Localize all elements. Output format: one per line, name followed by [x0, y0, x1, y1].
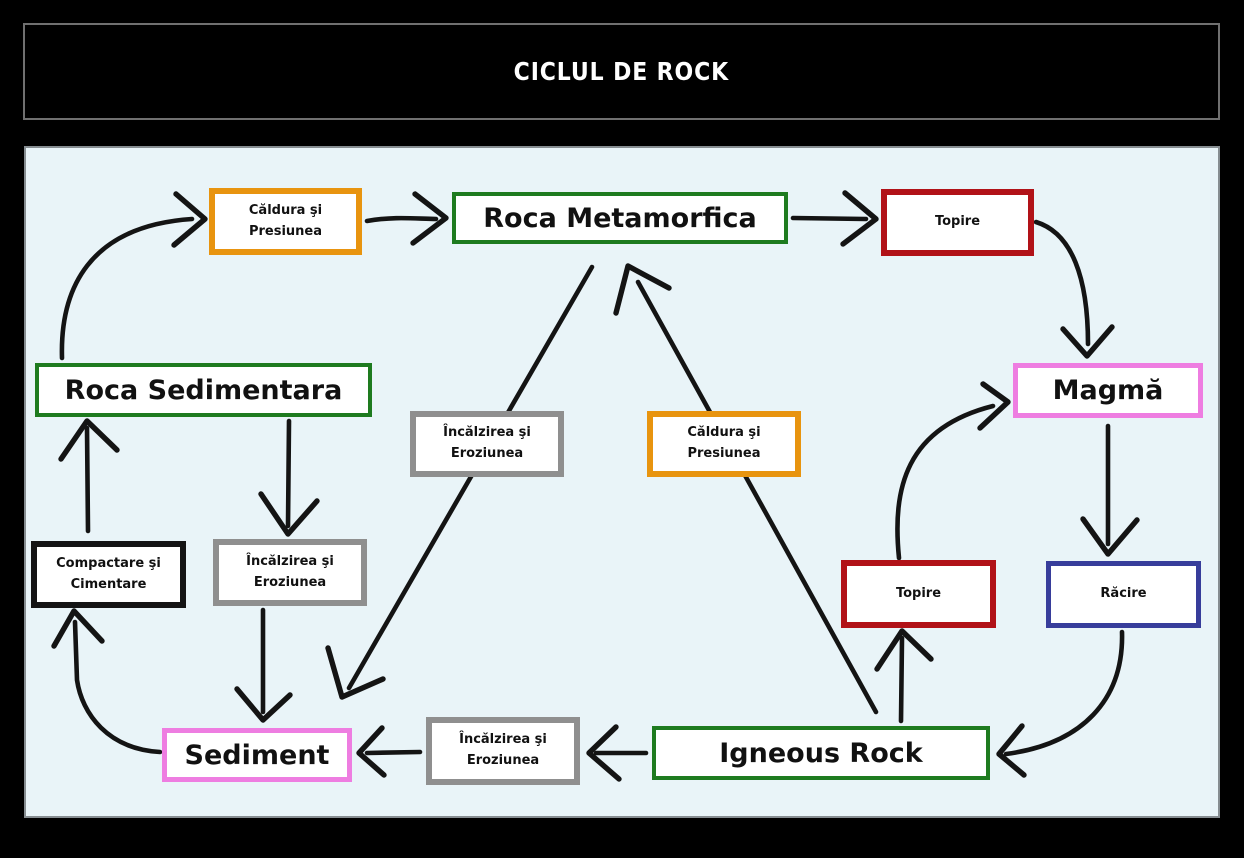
- diagram-canvas: [24, 146, 1220, 818]
- node-caldura-presiunea-top: Căldura şi Presiunea: [209, 188, 362, 255]
- node-incalzirea-eroziunea-left: Încălzirea şi Eroziunea: [213, 539, 367, 606]
- node-label: Sediment: [184, 739, 330, 771]
- node-label: Roca Metamorfica: [483, 202, 757, 234]
- node-topire-top: Topire: [881, 189, 1034, 256]
- node-label: Răcire: [1100, 586, 1147, 602]
- node-compactare-cimentare: Compactare şi Cimentare: [31, 541, 186, 608]
- node-label: Igneous Rock: [719, 737, 923, 769]
- node-racire: Răcire: [1046, 561, 1201, 628]
- node-igneous-rock: Igneous Rock: [652, 726, 990, 780]
- node-roca-metamorfica: Roca Metamorfica: [452, 192, 788, 244]
- node-incalzirea-eroziunea-center: Încălzirea şi Eroziunea: [410, 411, 564, 477]
- node-label: Roca Sedimentara: [64, 374, 343, 406]
- node-label: Compactare şi Cimentare: [56, 555, 161, 592]
- node-label: Topire: [895, 585, 942, 601]
- node-label: Magmă: [1052, 375, 1164, 406]
- node-magma: Magmă: [1013, 363, 1203, 418]
- node-sediment: Sediment: [162, 728, 352, 782]
- node-incalzirea-eroziunea-bottom: Încălzirea şi Eroziunea: [426, 717, 580, 785]
- node-roca-sedimentara: Roca Sedimentara: [35, 363, 372, 417]
- title-bar: CICLUL DE ROCK: [23, 23, 1220, 120]
- node-caldura-presiunea-center: Căldura şi Presiunea: [647, 411, 801, 477]
- node-label: Încălzirea şi Eroziunea: [246, 553, 334, 590]
- node-label: Căldura şi Presiunea: [687, 425, 761, 461]
- node-label: Încălzirea şi Eroziunea: [459, 732, 547, 768]
- page-title: CICLUL DE ROCK: [513, 57, 730, 86]
- node-label: Încălzirea şi Eroziunea: [443, 425, 531, 461]
- node-topire-right: Topire: [841, 560, 996, 628]
- node-label: Căldura şi Presiunea: [248, 202, 323, 239]
- node-label: Topire: [934, 214, 981, 230]
